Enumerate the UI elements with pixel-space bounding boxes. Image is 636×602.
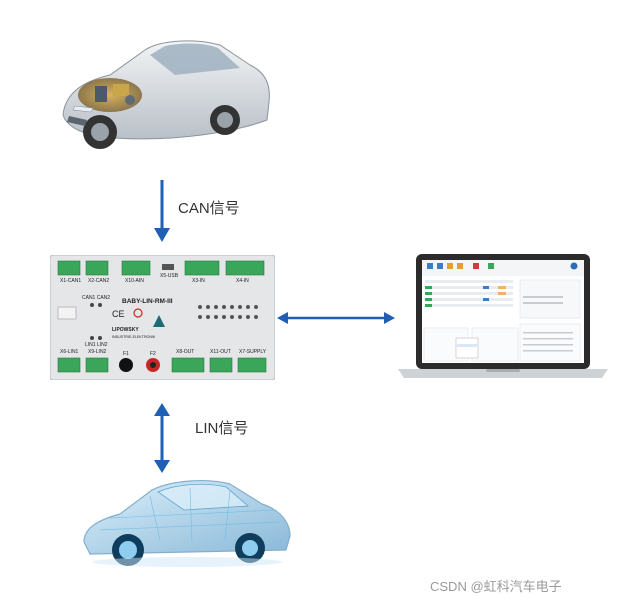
port-x11-label: X11-OUT [210, 349, 231, 355]
port-usb-label: X5-USB [160, 273, 179, 279]
fuse-f1-label: F1 [123, 351, 129, 357]
lin-leds-label: LIN1 LIN2 [85, 342, 108, 348]
lin-arrow [154, 403, 170, 473]
port-x6-label: X6-LIN1 [60, 349, 79, 355]
can-signal-label: CAN信号 [178, 200, 240, 217]
port-x7-label: X7-SUPPLY [239, 349, 267, 355]
brand-label: LIPOWSKY [112, 327, 139, 333]
car-photo-top [62, 40, 270, 149]
port-x3-label: X3-IN [192, 278, 205, 284]
baby-lin-device: X1-CAN1 X2-CAN2 X10-AIN X5-USB X3-IN X4-… [50, 255, 275, 380]
port-x9-label: X9-LIN2 [88, 349, 107, 355]
device-model-label: BABY-LIN-RM-III [122, 298, 173, 305]
fuse-f2-label: F2 [150, 351, 156, 357]
laptop [398, 254, 608, 378]
csdn-watermark: CSDN @虹科汽车电子 [430, 579, 562, 594]
can-arrow [154, 180, 170, 242]
cert-mark-icon [133, 308, 143, 318]
port-x10-label: X10-AIN [125, 278, 144, 284]
device-laptop-arrow [277, 312, 395, 324]
brand-sub-label: INDUSTRIE-ELEKTRONIK [112, 335, 156, 339]
lin-signal-label: LIN信号 [195, 420, 249, 437]
port-x2-label: X2-CAN2 [88, 278, 109, 284]
port-x4-label: X4-IN [236, 278, 249, 284]
can-leds-label: CAN1 CAN2 [82, 295, 110, 301]
car-xray-bottom [83, 480, 291, 567]
port-x8-label: X8-OUT [176, 349, 194, 355]
ce-mark-icon: CE [112, 309, 125, 319]
port-x1-label: X1-CAN1 [60, 278, 81, 284]
